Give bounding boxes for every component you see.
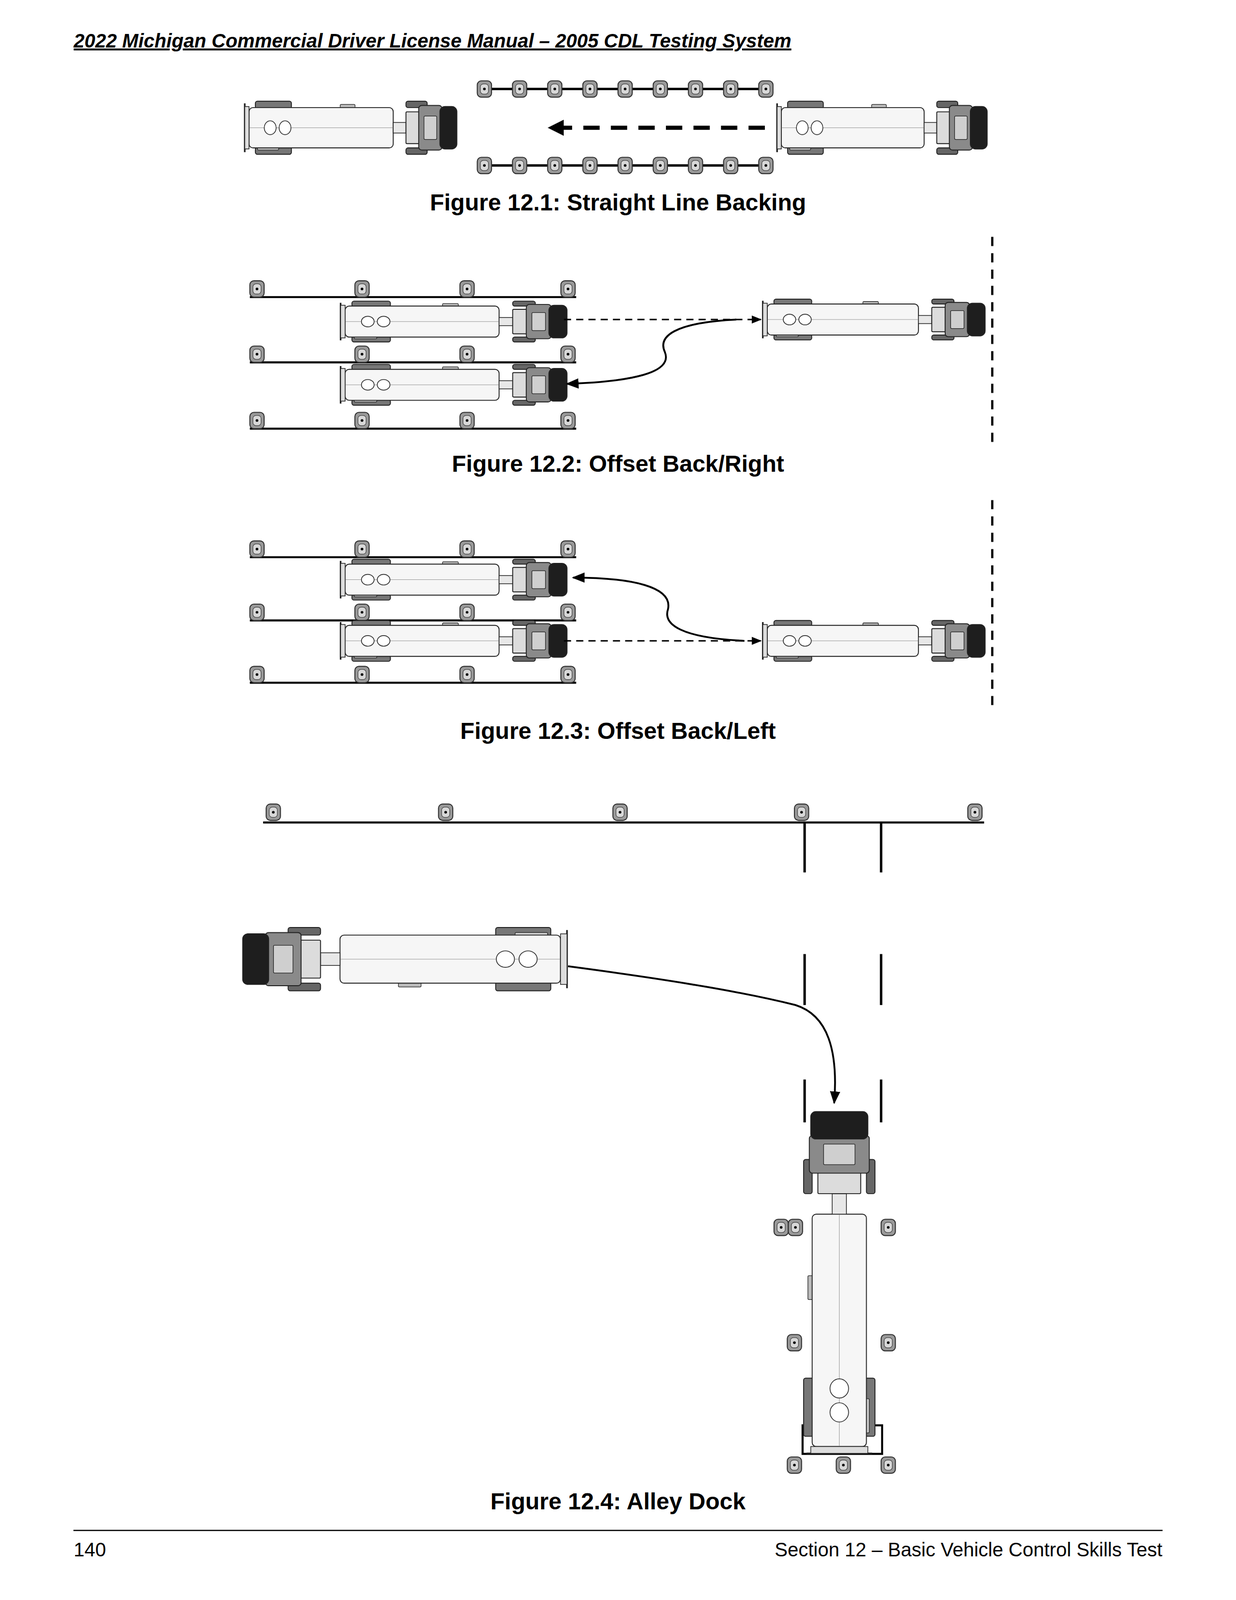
section-footer: Section 12 – Basic Vehicle Control Skill… bbox=[774, 1538, 1163, 1561]
cone bbox=[653, 157, 668, 175]
cone bbox=[438, 803, 453, 821]
cone bbox=[249, 280, 264, 298]
cone bbox=[560, 540, 575, 558]
tanker-truck bbox=[762, 299, 986, 340]
lane-line bbox=[249, 296, 576, 299]
cone bbox=[459, 540, 475, 558]
running-header: 2022 Michigan Commercial Driver License … bbox=[73, 30, 792, 52]
figure-caption: Figure 12.4: Alley Dock bbox=[0, 1487, 1236, 1515]
boundary-line bbox=[803, 953, 807, 1005]
offset-path bbox=[567, 319, 737, 384]
cone bbox=[881, 1456, 896, 1474]
cone bbox=[249, 540, 264, 558]
cone bbox=[794, 803, 809, 821]
cone bbox=[787, 1456, 802, 1474]
tanker-truck bbox=[242, 927, 568, 991]
cone bbox=[354, 346, 369, 363]
lane-line bbox=[249, 681, 576, 684]
cone bbox=[560, 603, 575, 621]
dock-path bbox=[568, 966, 836, 1103]
cone bbox=[459, 412, 475, 429]
cone bbox=[758, 80, 773, 98]
tanker-truck bbox=[762, 620, 986, 662]
boundary-line bbox=[991, 499, 994, 713]
cone bbox=[967, 803, 983, 821]
cone bbox=[612, 803, 627, 821]
figure-caption: Figure 12.3: Offset Back/Left bbox=[0, 717, 1236, 745]
cone bbox=[459, 346, 475, 363]
cone bbox=[354, 280, 369, 298]
cone bbox=[459, 280, 475, 298]
footer-rule bbox=[73, 1529, 1163, 1531]
tanker-truck bbox=[340, 301, 568, 342]
cone bbox=[653, 80, 668, 98]
cone bbox=[477, 157, 492, 175]
illustrations bbox=[242, 80, 993, 1474]
tanker-truck bbox=[244, 101, 458, 155]
cone bbox=[560, 665, 575, 683]
cone bbox=[688, 80, 703, 98]
lane-line bbox=[249, 555, 576, 558]
boundary-line bbox=[991, 237, 994, 445]
cone bbox=[774, 1219, 789, 1236]
cone bbox=[723, 80, 738, 98]
lane-line bbox=[249, 361, 576, 364]
cone bbox=[249, 412, 264, 429]
page-number: 140 bbox=[73, 1538, 107, 1561]
tanker-truck bbox=[340, 558, 568, 600]
cone bbox=[560, 412, 575, 429]
cone bbox=[354, 603, 369, 621]
boundary-line bbox=[879, 822, 883, 872]
tanker-truck bbox=[340, 620, 568, 662]
cone bbox=[787, 1333, 802, 1351]
boundary-line bbox=[803, 1078, 807, 1122]
cone bbox=[618, 157, 633, 175]
cone bbox=[560, 280, 575, 298]
boundary-line bbox=[879, 953, 883, 1005]
boundary-line bbox=[803, 822, 807, 872]
cone bbox=[547, 80, 562, 98]
cone bbox=[582, 157, 597, 175]
cone bbox=[459, 665, 475, 683]
cone bbox=[547, 157, 562, 175]
figure-caption: Figure 12.2: Offset Back/Right bbox=[0, 450, 1236, 477]
cone bbox=[618, 80, 633, 98]
cone bbox=[582, 80, 597, 98]
cone bbox=[354, 540, 369, 558]
cone bbox=[354, 665, 369, 683]
tanker-truck bbox=[776, 101, 987, 155]
cone bbox=[459, 603, 475, 621]
tanker-truck bbox=[340, 364, 568, 406]
cone bbox=[266, 803, 281, 821]
cone bbox=[354, 412, 369, 429]
cone bbox=[560, 346, 575, 363]
cone bbox=[881, 1333, 896, 1351]
cone bbox=[723, 157, 738, 175]
tanker-truck bbox=[803, 1111, 875, 1454]
cone bbox=[512, 80, 527, 98]
cone bbox=[512, 157, 527, 175]
cone bbox=[477, 80, 492, 98]
lane-line bbox=[249, 427, 576, 430]
boundary-line bbox=[879, 1078, 883, 1122]
cone bbox=[836, 1456, 851, 1474]
cone bbox=[758, 157, 773, 175]
cone bbox=[249, 665, 264, 683]
cone bbox=[788, 1219, 803, 1236]
cone bbox=[688, 157, 703, 175]
figure-caption: Figure 12.1: Straight Line Backing bbox=[0, 189, 1236, 216]
backing-arrow bbox=[555, 125, 765, 130]
offset-path bbox=[572, 577, 745, 641]
cone bbox=[249, 346, 264, 363]
cone bbox=[249, 603, 264, 621]
lane-line bbox=[263, 821, 985, 824]
cone bbox=[881, 1219, 896, 1236]
